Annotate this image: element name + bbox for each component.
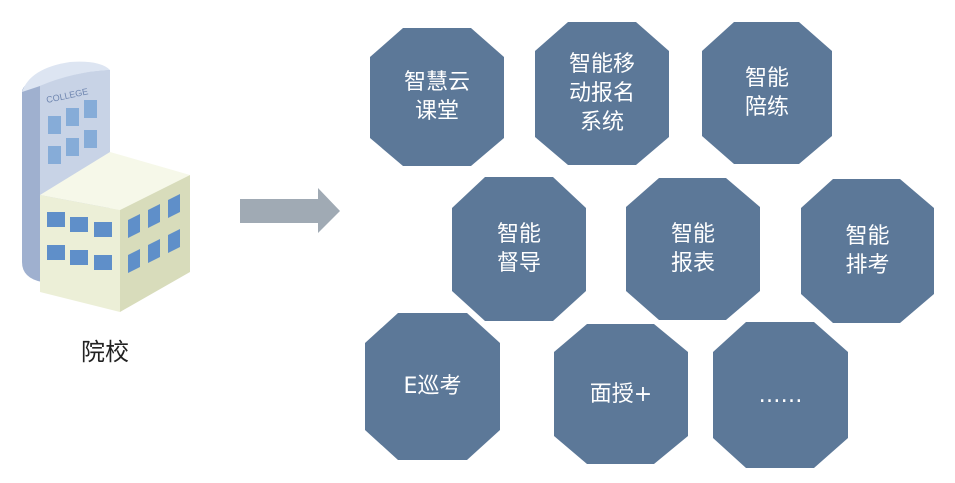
module-hex-practice	[702, 22, 832, 164]
module-hex-exam-scheduling	[801, 179, 934, 323]
college-block	[40, 152, 190, 312]
module-hex-reports	[626, 178, 760, 320]
flow-arrow	[240, 188, 340, 233]
module-hex-face-teaching	[554, 324, 688, 464]
module-hex-more	[713, 322, 848, 468]
module-hex-supervision	[452, 177, 586, 321]
module-hex-e-patrol	[365, 313, 500, 460]
module-hex-mobile-enrollment	[535, 22, 669, 165]
school-label: 院校	[81, 338, 129, 366]
module-hex-cloud-classroom	[370, 28, 504, 166]
